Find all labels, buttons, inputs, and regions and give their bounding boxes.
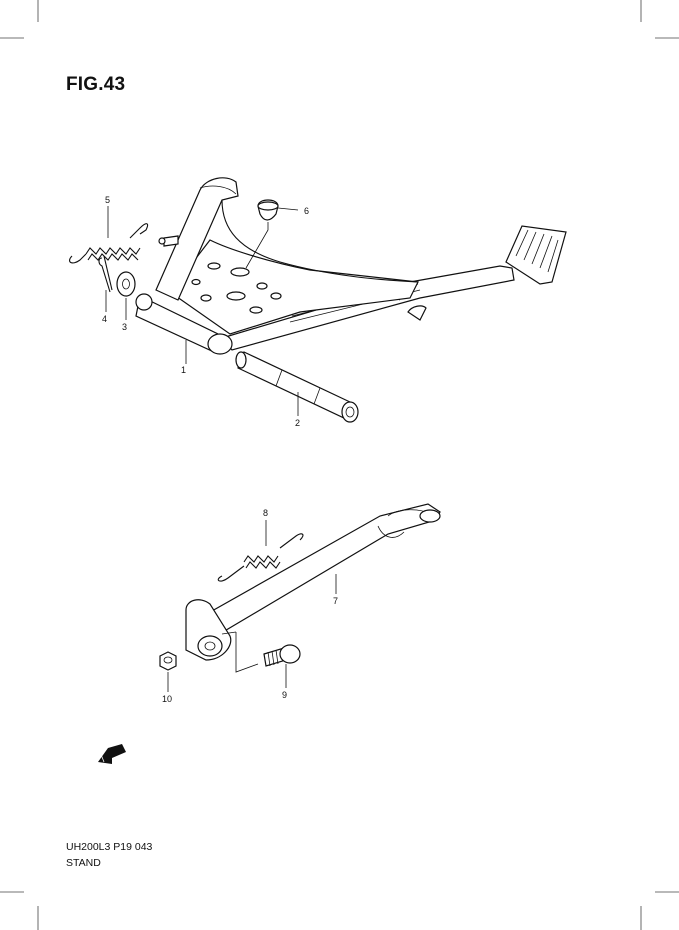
lock-nut	[159, 651, 177, 671]
washer	[116, 271, 136, 297]
side-stand-spring	[217, 533, 304, 582]
callout-1: 1	[181, 365, 186, 375]
callout-5: 5	[105, 195, 110, 205]
callout-2: 2	[295, 418, 300, 428]
callout-6: 6	[304, 206, 309, 216]
callout-10: 10	[162, 694, 172, 704]
pivot-bolt	[263, 644, 301, 667]
stand-shaft	[235, 351, 359, 423]
callout-9: 9	[282, 690, 287, 700]
figure-title: FIG.43	[66, 74, 126, 95]
stopper-rubber	[245, 199, 279, 269]
leader-lines	[105, 206, 337, 692]
callout-7: 7	[333, 596, 338, 606]
callout-8: 8	[263, 508, 268, 518]
diagram-name: STAND	[66, 857, 101, 869]
cotter-pin	[98, 255, 113, 293]
diagram-code: UH200L3 P19 043	[66, 841, 153, 853]
side-stand	[185, 503, 441, 673]
callout-numbers: 1 2 3 4 5 6 7 8 9 10	[102, 195, 338, 704]
center-stand	[135, 177, 567, 355]
callout-4: 4	[102, 314, 107, 324]
callout-3: 3	[122, 322, 127, 332]
fwd-arrow-icon	[98, 744, 126, 764]
center-stand-spring	[69, 223, 149, 264]
